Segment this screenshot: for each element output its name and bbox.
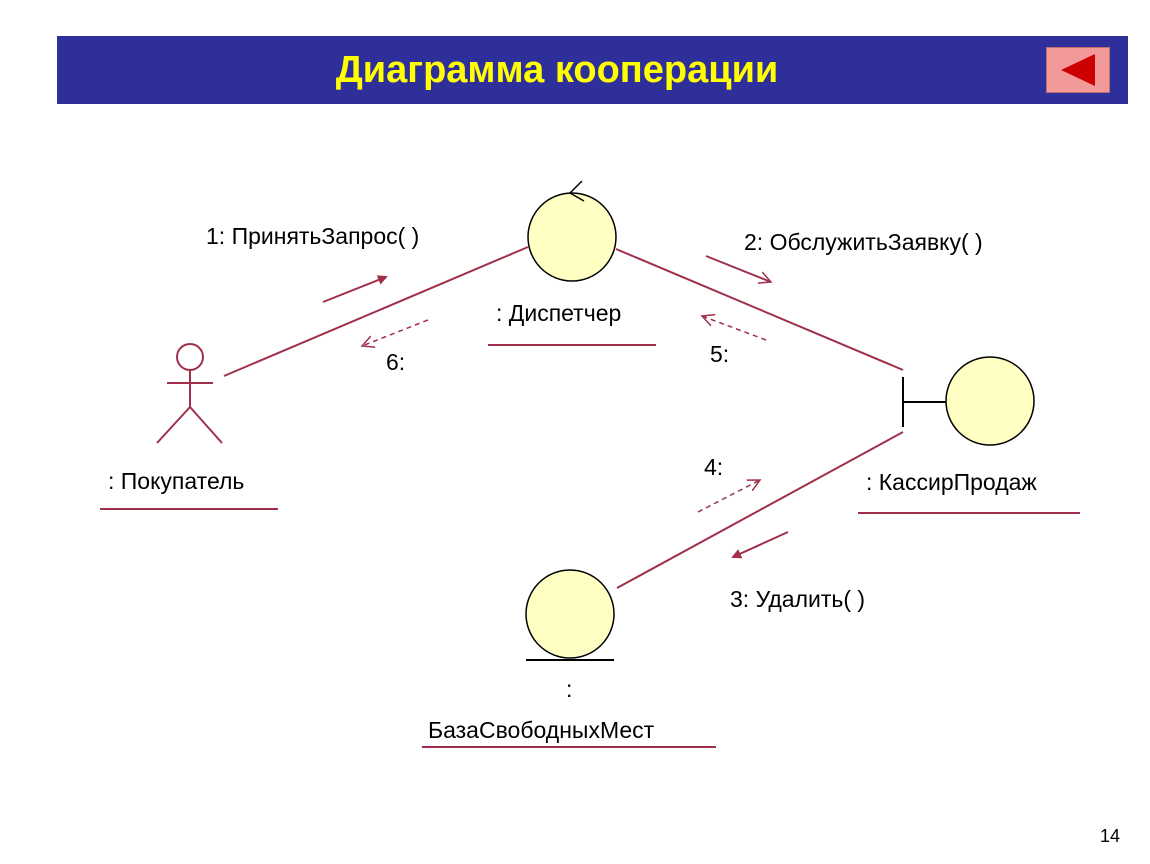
buyer-label: : Покупатель	[108, 468, 244, 494]
db-label: БазаСвободныхМест	[428, 717, 655, 743]
message-label-2: 2: ОбслужитьЗаявку( )	[744, 229, 983, 255]
boundary-object-icon	[902, 356, 1035, 446]
link-dispatcher-cashier	[615, 248, 904, 371]
message-arrow-1	[322, 275, 388, 303]
message-label-4: 4:	[704, 454, 723, 480]
message-label-3: 3: Удалить( )	[730, 586, 865, 612]
db-colon-label: :	[566, 676, 572, 702]
message-arrow-5	[702, 316, 767, 341]
message-arrow-3	[731, 531, 789, 559]
back-arrow-icon	[1061, 54, 1095, 86]
message-arrow-2	[705, 255, 771, 282]
dispatcher-label: : Диспетчер	[496, 300, 621, 326]
message-label-5: 5:	[710, 341, 729, 367]
message-arrow-6	[362, 319, 429, 346]
slide-title: Диаграмма кооперации	[335, 49, 779, 91]
message-label-1: 1: ПринятьЗапрос( )	[206, 223, 419, 249]
cashier-label: : КассирПродаж	[866, 469, 1037, 495]
back-button[interactable]	[1046, 47, 1110, 93]
control-object-icon	[527, 180, 617, 282]
title-bar: Диаграмма кооперации	[57, 36, 1128, 104]
actor-icon	[156, 343, 223, 444]
message-arrow-4	[697, 480, 760, 513]
entity-object-icon	[525, 569, 615, 661]
page-number: 14	[1100, 826, 1121, 846]
message-label-6: 6:	[386, 349, 405, 375]
link-buyer-dispatcher	[223, 246, 529, 377]
link-cashier-db	[616, 431, 904, 589]
